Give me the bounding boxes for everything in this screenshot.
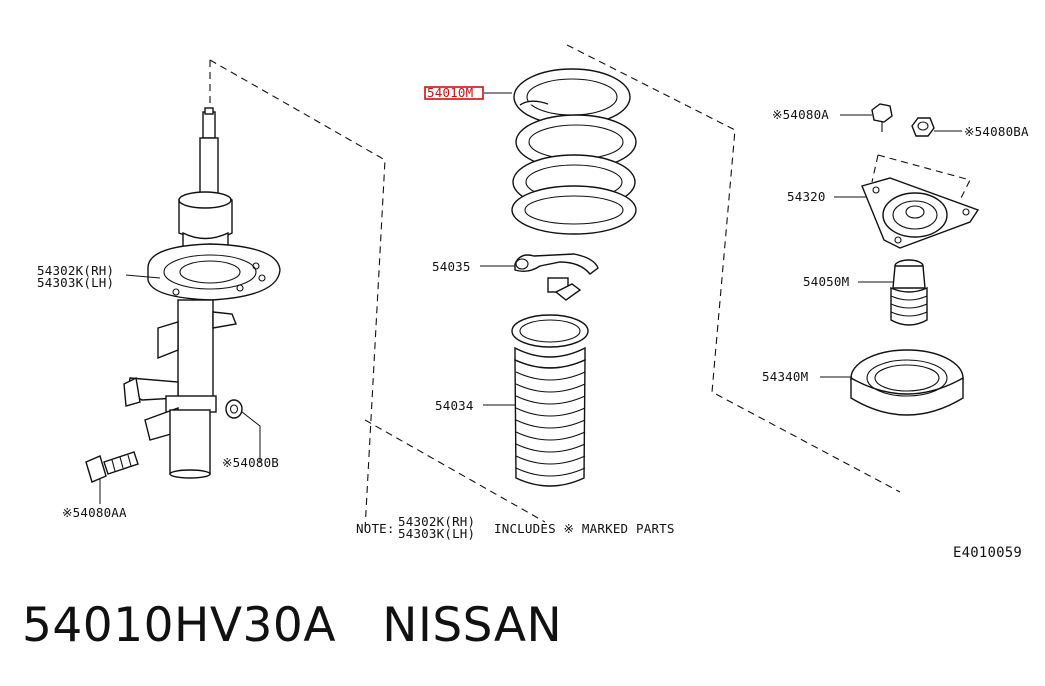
caption-brand: NISSAN — [382, 598, 563, 653]
label-54010m: 54010M — [427, 85, 473, 100]
label-54340m: 54340M — [762, 369, 808, 384]
note-suffix: INCLUDES ※ MARKED PARTS — [494, 521, 675, 536]
nut-54080ba — [911, 117, 935, 137]
dust-boot — [511, 314, 589, 487]
strut-mount — [861, 177, 980, 249]
nut-54080a — [871, 103, 893, 132]
parts-diagram: 54302K(RH) 54303K(LH) ※54080B ※54080AA 5… — [37, 44, 1029, 561]
strut-assembly — [85, 107, 281, 483]
label-54080ba: ※54080BA — [964, 124, 1029, 139]
part-labels: 54302K(RH) 54303K(LH) ※54080B ※54080AA 5… — [37, 85, 1029, 520]
note: NOTE: 54302K(RH) 54303K(LH) INCLUDES ※ M… — [356, 514, 675, 541]
label-54080aa: ※54080AA — [62, 505, 127, 520]
coil-spring — [511, 68, 637, 235]
note-prefix: NOTE: — [356, 521, 395, 536]
caption-part-number: 54010HV30A — [22, 598, 336, 653]
label-54035: 54035 — [432, 259, 471, 274]
label-54303k-lh: 54303K(LH) — [37, 275, 114, 290]
label-54034: 54034 — [435, 398, 474, 413]
spring-seat-bracket — [514, 253, 599, 301]
highlight-box-54010m — [424, 86, 484, 100]
label-54080a: ※54080A — [772, 107, 829, 122]
caption: 54010HV30A NISSAN — [22, 598, 562, 653]
note-line-2: 54303K(LH) — [398, 526, 475, 541]
label-54320: 54320 — [787, 189, 826, 204]
mount-bearing — [850, 349, 964, 416]
diagram-code: E4010059 — [953, 545, 1022, 561]
label-54050m: 54050M — [803, 274, 849, 289]
bump-stop — [890, 259, 928, 326]
leader-lines — [99, 92, 962, 504]
note-line-1: 54302K(RH) — [398, 514, 475, 529]
label-54302k-rh: 54302K(RH) — [37, 263, 114, 278]
label-54080b: ※54080B — [222, 455, 279, 470]
